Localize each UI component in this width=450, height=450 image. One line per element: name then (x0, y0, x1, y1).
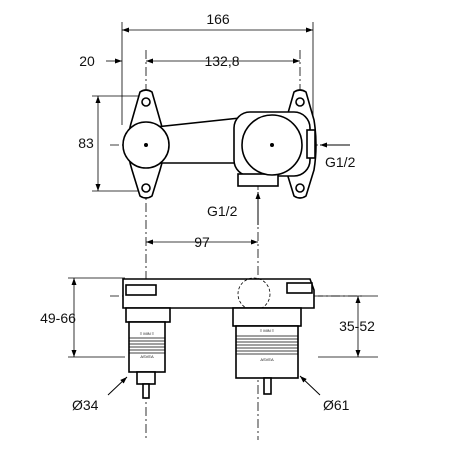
left-spindle (142, 383, 150, 399)
right-spindle (263, 377, 272, 395)
left-cartridge-tip (136, 371, 156, 385)
side-view: ≡ MIN ≡ ASVEA ≡ MIN ≡ ASVEA (68, 277, 378, 399)
dim-height: 83 (78, 135, 94, 151)
dim-inlet-bottom: G1/2 (207, 203, 238, 219)
left-cartridge-collar (125, 307, 171, 323)
leader-diameter-right (299, 375, 321, 396)
right-cartridge-collar (232, 307, 302, 327)
dim-center-to-inlet: 97 (194, 234, 210, 250)
leader-diameter-left (107, 376, 128, 396)
side-right-port (286, 282, 313, 294)
right-center-mark (270, 143, 274, 147)
left-flange-top-hole (141, 97, 151, 107)
side-housing (122, 278, 315, 309)
dim-left-offset: 20 (79, 53, 95, 69)
dim-depth-left: 49-66 (40, 310, 76, 326)
right-cartridge-body (235, 325, 299, 379)
dim-center-distance: 132,8 (204, 53, 239, 69)
left-body-mark-top: ≡ MIN ≡ (140, 331, 155, 336)
side-left-port (125, 284, 157, 296)
dim-diameter-right: Ø61 (323, 397, 350, 413)
left-center-mark (144, 143, 148, 147)
side-hidden-bore (237, 277, 271, 311)
dim-inlet-right: G1/2 (325, 154, 356, 170)
right-thread-lines (236, 335, 298, 355)
right-flange-bottom-hole (295, 183, 305, 193)
dim-diameter-left: Ø34 (72, 397, 99, 413)
right-flange-top-hole (295, 97, 305, 107)
right-body-mark-top: ≡ MIN ≡ (260, 328, 275, 333)
bottom-inlet-stub (237, 173, 279, 187)
left-thread-lines (129, 337, 165, 354)
top-view (92, 22, 350, 440)
dim-depth-right: 35-52 (339, 318, 375, 334)
left-flange-bottom-hole (141, 183, 151, 193)
dim-total-width: 166 (206, 11, 230, 27)
right-body-mark-bottom: ASVEA (260, 357, 274, 362)
right-inlet-stub (306, 129, 316, 159)
left-body-mark-bottom: ASVEA (140, 354, 154, 359)
